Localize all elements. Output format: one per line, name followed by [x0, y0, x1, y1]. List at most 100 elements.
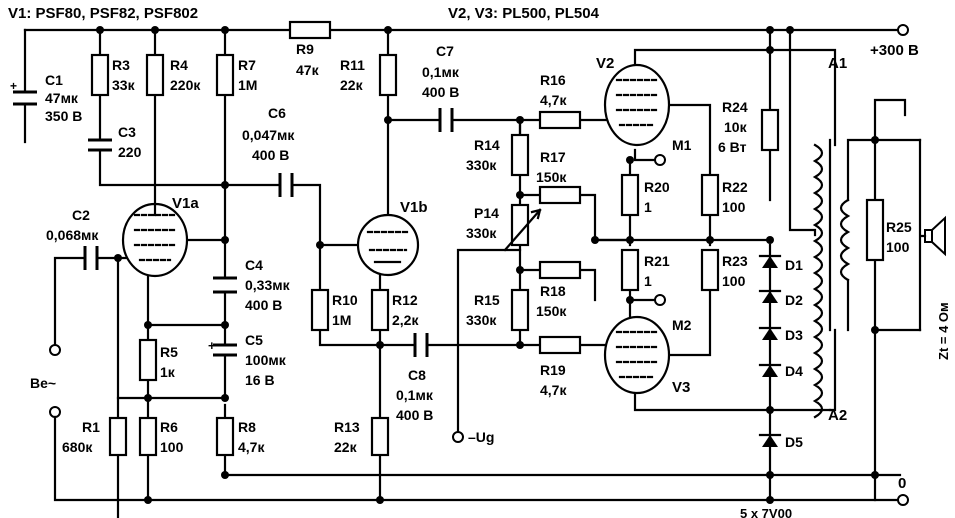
r19-value: 4,7к: [540, 382, 567, 398]
r15-value: 330к: [466, 312, 497, 328]
r11-body: [378, 53, 398, 97]
r13-value: 22к: [334, 439, 358, 455]
r11-value: 22к: [340, 77, 364, 93]
r18-body: [538, 260, 582, 280]
d4-symbol: [758, 363, 782, 377]
d5-symbol: [758, 433, 782, 447]
c5-label: C5: [245, 332, 263, 348]
r5-label: R5: [160, 344, 178, 360]
labels: V1: PSF80, PSF82, PSF802 V2, V3: PL500, …: [8, 5, 951, 518]
input-terminal-bottom: [49, 406, 61, 418]
speaker-impedance: Zt = 4 Ом: [936, 302, 951, 360]
c5-voltage: 16 В: [245, 372, 275, 388]
bottom-label: 5 x 7V00: [740, 506, 792, 518]
r7-body: [215, 53, 235, 97]
v3-label: V3: [672, 379, 690, 396]
r3-label: R3: [112, 57, 130, 73]
r16-body: [538, 110, 582, 130]
r22-label: R22: [722, 179, 748, 195]
c6-value: 0,047мк: [242, 127, 295, 143]
r12-body: [370, 288, 390, 332]
r1-body: [108, 416, 128, 457]
a1-label: A1: [828, 55, 847, 72]
header-left: V1: PSF80, PSF82, PSF802: [8, 5, 198, 22]
c7-value: 0,1мк: [422, 64, 460, 80]
r7-value: 1М: [238, 77, 257, 93]
v2-envelope: [603, 63, 671, 147]
m1-terminal: [654, 154, 666, 166]
tubes: [121, 63, 671, 395]
r21-label: R21: [644, 253, 670, 269]
r10-label: R10: [332, 292, 358, 308]
zero-label: 0: [898, 475, 906, 492]
c3-value: 220: [118, 144, 142, 160]
r4-value: 220к: [170, 77, 201, 93]
r25-value: 100: [886, 239, 910, 255]
c8-voltage: 400 В: [396, 407, 433, 423]
r4-label: R4: [170, 57, 188, 73]
c4-voltage: 400 В: [245, 297, 282, 313]
r22-value: 100: [722, 199, 746, 215]
d4-label: D4: [785, 363, 803, 379]
r6-label: R6: [160, 419, 178, 435]
r8-value: 4,7к: [238, 439, 265, 455]
r1-label: R1: [82, 419, 100, 435]
output-transformer: [812, 138, 877, 419]
r14-body: [510, 133, 530, 177]
r8-label: R8: [238, 419, 256, 435]
svg-text:+: +: [10, 79, 17, 93]
r18-value: 150к: [536, 303, 567, 319]
r4-body: [145, 53, 165, 97]
r14-label: R14: [474, 137, 500, 153]
m2-label: M2: [672, 317, 692, 333]
p14-label: P14: [474, 205, 499, 221]
d5-label: D5: [785, 434, 803, 450]
r10-body: [310, 288, 330, 332]
v1b-envelope: [356, 213, 420, 277]
c2-value: 0,068мк: [46, 227, 99, 243]
resistors: [90, 20, 885, 457]
r11-label: R11: [340, 57, 365, 73]
r17-body: [538, 185, 582, 205]
r24-power: 6 Вт: [718, 139, 747, 155]
hv-terminal: [897, 24, 909, 36]
r20-value: 1: [644, 199, 652, 215]
r19-label: R19: [540, 362, 566, 378]
r9-label: R9: [296, 41, 314, 57]
m1-label: M1: [672, 137, 692, 153]
r12-label: R12: [392, 292, 418, 308]
m2-terminal: [654, 294, 666, 306]
input-terminal-top: [49, 344, 61, 356]
r15-body: [510, 288, 530, 332]
d3-label: D3: [785, 327, 803, 343]
ug-terminal: [452, 431, 464, 443]
r23-body: [700, 248, 720, 292]
r9-body: [288, 20, 332, 40]
r5-value: 1к: [160, 364, 176, 380]
r15-label: R15: [474, 292, 500, 308]
r3-value: 33к: [112, 77, 136, 93]
c2-label: C2: [72, 207, 90, 223]
speaker-icon: [918, 138, 946, 332]
r18-label: R18: [540, 283, 566, 299]
c8-value: 0,1мк: [396, 387, 434, 403]
d1-label: D1: [785, 257, 803, 273]
capacitors: + +: [10, 79, 454, 357]
v2-label: V2: [596, 55, 614, 72]
c8-label: C8: [408, 367, 426, 383]
r20-body: [620, 173, 640, 217]
terminals: [49, 24, 909, 506]
r22-body: [700, 173, 720, 217]
r17-value: 150к: [536, 169, 567, 185]
r21-body: [620, 248, 640, 292]
wires: [23, 28, 922, 518]
r3-body: [90, 53, 110, 97]
v1a-label: V1a: [172, 195, 199, 212]
r10-value: 1М: [332, 312, 351, 328]
r7-label: R7: [238, 57, 256, 73]
r24-label: R24: [722, 99, 748, 115]
c6-label: C6: [268, 105, 286, 121]
r13-body: [370, 416, 390, 457]
r16-label: R16: [540, 72, 566, 88]
